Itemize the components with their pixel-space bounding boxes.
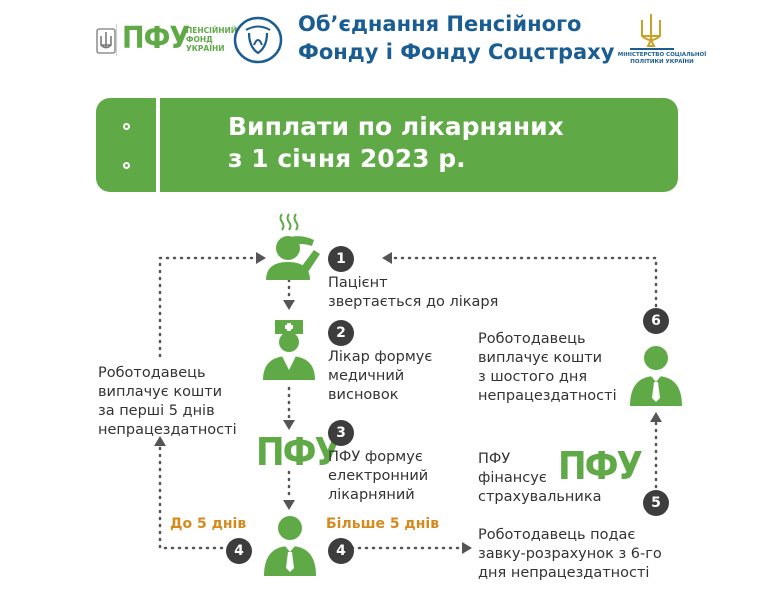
step-3-text-line-3: лікарняний bbox=[328, 487, 415, 503]
step-2-text-line-3: висновок bbox=[328, 387, 399, 403]
header-divider bbox=[116, 24, 117, 56]
banner-title: Виплати по лікарняних з 1 січня 2023 р. bbox=[228, 111, 648, 175]
banner-title-line-2: з 1 січня 2023 р. bbox=[228, 144, 466, 173]
step-2-text-line-2: медичний bbox=[328, 368, 405, 384]
ministry-underline bbox=[630, 48, 674, 50]
banner-dot-top bbox=[123, 123, 130, 130]
arrowhead-right-up bbox=[650, 412, 662, 422]
step-2-text-line-1: Лікар формує bbox=[328, 349, 433, 365]
connector-right-6 bbox=[386, 256, 658, 308]
step-5-pfu-text-line-2: фінансує bbox=[478, 470, 547, 486]
step-3-text: ПФУ формує електронний лікарняний bbox=[328, 448, 468, 505]
arrowhead-employee bbox=[283, 500, 295, 510]
page-title: Об’єднання Пенсійного Фонду і Фонду Соцс… bbox=[298, 10, 618, 66]
page-title-line-2: Фонду і Фонду Соцстраху bbox=[298, 40, 615, 64]
social-insurance-fund-icon bbox=[233, 16, 283, 64]
ukraine-trident-icon bbox=[96, 28, 116, 54]
employee-icon bbox=[264, 516, 316, 576]
connector-left-loop bbox=[158, 440, 252, 550]
left-text: Роботодавець виплачує кошти за перші 5 д… bbox=[98, 364, 258, 440]
banner-divider bbox=[156, 98, 160, 192]
step-1-text-line-1: Пацієнт bbox=[328, 275, 388, 291]
step-5-badge: 5 bbox=[643, 490, 669, 516]
step-6-text-line-3: з шостого дня bbox=[478, 369, 588, 385]
step-1-text: Пацієнт звертається до лікаря bbox=[328, 274, 528, 312]
banner-title-line-1: Виплати по лікарняних bbox=[228, 112, 564, 141]
arrowhead-patient bbox=[256, 252, 266, 264]
arrowhead-left-up bbox=[154, 436, 166, 446]
left-text-line-2: виплачує кошти bbox=[98, 384, 223, 400]
left-text-line-4: непрацездатності bbox=[98, 422, 237, 438]
left-text-line-1: Роботодавець bbox=[98, 365, 206, 381]
step-5-text-line-2: завку-розрахунок з 6-го bbox=[478, 546, 662, 562]
pfu-logo-subtitle: ПЕНСІЙНИЙ ФОНД УКРАЇНИ bbox=[186, 26, 238, 53]
arrowhead-step1 bbox=[382, 252, 392, 264]
arrowhead-pfu bbox=[283, 420, 295, 430]
ministry-emblem-icon bbox=[641, 14, 661, 47]
pfu-logo-center: ПФУ bbox=[256, 430, 341, 474]
step-2-text: Лікар формує медичний висновок bbox=[328, 348, 468, 405]
doctor-icon bbox=[263, 320, 315, 380]
step-5-text-line-1: Роботодавець подає bbox=[478, 527, 636, 543]
step-5-pfu-text-line-1: ПФУ bbox=[478, 451, 511, 467]
arrowhead-claim bbox=[462, 542, 472, 554]
step-6-text-line-1: Роботодавець bbox=[478, 331, 586, 347]
page-title-line-1: Об’єднання Пенсійного bbox=[298, 12, 582, 36]
pfu-logo-right: ПФУ bbox=[558, 444, 643, 488]
step-3-badge: 3 bbox=[328, 420, 354, 446]
arrowhead-doctor bbox=[283, 300, 295, 310]
step-4b-badge: 4 bbox=[328, 538, 354, 564]
ministry-label: МІНІСТЕРСТВО СОЦІАЛЬНОЇ ПОЛІТИКИ УКРАЇНИ bbox=[617, 52, 707, 65]
step-1-text-line-2: звертається до лікаря bbox=[328, 294, 499, 310]
pfu-logo: ПФУ bbox=[122, 21, 190, 56]
banner-dot-bottom bbox=[123, 162, 130, 169]
sick-patient-icon bbox=[266, 213, 320, 280]
step-5-text-line-3: дня непрацездатності bbox=[478, 565, 650, 581]
step-2-badge: 2 bbox=[328, 320, 354, 346]
step-4a-label: До 5 днів bbox=[170, 516, 247, 532]
left-text-line-3: за перші 5 днів bbox=[98, 403, 215, 419]
title-banner bbox=[96, 98, 678, 192]
step-1-badge: 1 bbox=[328, 246, 354, 272]
step-4b-label: Більше 5 днів bbox=[326, 516, 440, 532]
step-3-text-line-1: ПФУ формує bbox=[328, 449, 423, 465]
step-6-text-line-2: виплачує кошти bbox=[478, 350, 603, 366]
step-6-text-line-4: непрацездатності bbox=[478, 388, 617, 404]
step-5-pfu-text-line-3: страхувальника bbox=[478, 489, 602, 505]
connector-left-top bbox=[158, 256, 258, 358]
step-6-text: Роботодавець виплачує кошти з шостого дн… bbox=[478, 330, 628, 406]
step-5-pfu-text: ПФУ фінансує страхувальника bbox=[478, 450, 618, 507]
step-6-badge: 6 bbox=[643, 308, 669, 334]
step-3-text-line-2: електронний bbox=[328, 468, 429, 484]
step-4a-badge: 4 bbox=[226, 538, 252, 564]
employer-icon bbox=[630, 346, 682, 406]
step-5-text: Роботодавець подає завку-розрахунок з 6-… bbox=[478, 526, 678, 583]
